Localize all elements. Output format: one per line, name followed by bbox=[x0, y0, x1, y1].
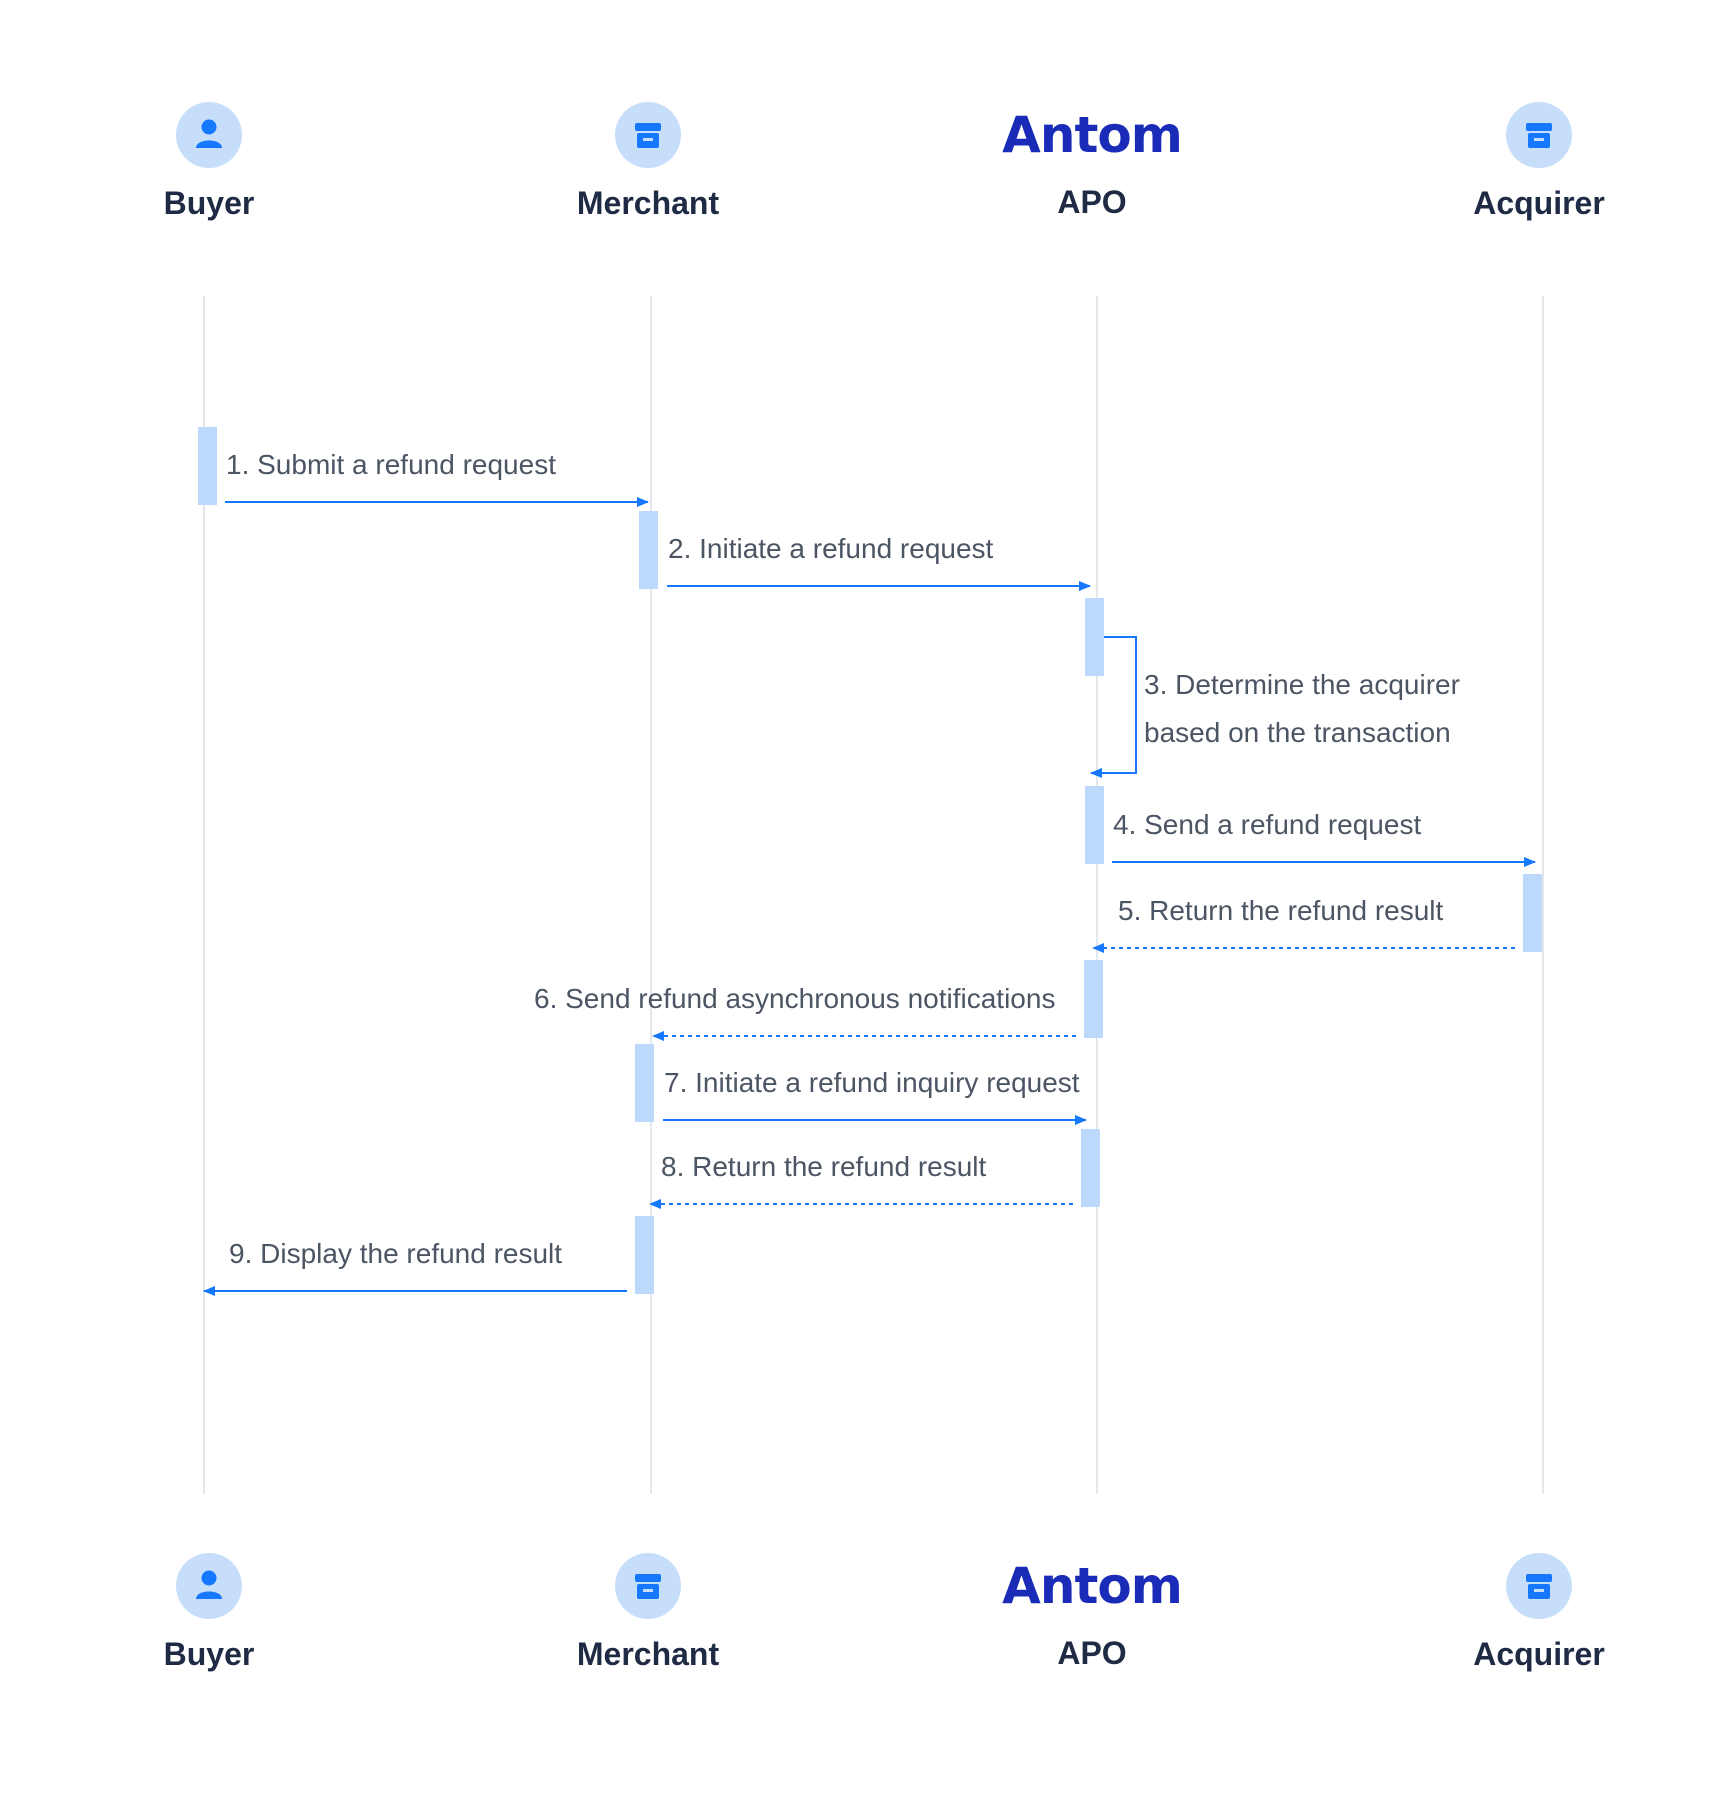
participant-label-apo: APO bbox=[1057, 1635, 1126, 1671]
activation-bar-apo-4 bbox=[1085, 786, 1104, 864]
antom-logo: Antom bbox=[1002, 1557, 1182, 1615]
participant-label-merchant: Merchant bbox=[577, 185, 720, 221]
participant-apo-bottom: Antom APO bbox=[1002, 1557, 1183, 1671]
message-arrow-3 bbox=[1090, 636, 1137, 778]
participant-label-buyer: Buyer bbox=[164, 1636, 255, 1672]
messages: 1. Submit a refund request 2. Initiate a… bbox=[203, 449, 1536, 1296]
participant-merchant-top: Merchant bbox=[577, 102, 720, 221]
message-7: 7. Initiate a refund inquiry request bbox=[663, 1067, 1087, 1125]
participant-buyer-bottom: Buyer bbox=[164, 1553, 255, 1672]
user-icon bbox=[176, 1553, 242, 1619]
message-label-1: 1. Submit a refund request bbox=[226, 449, 556, 480]
antom-logo: Antom bbox=[1002, 106, 1182, 164]
participant-label-apo: APO bbox=[1057, 184, 1126, 220]
activation-bar-apo-3 bbox=[1085, 598, 1104, 676]
message-label-6: 6. Send refund asynchronous notification… bbox=[534, 983, 1055, 1014]
activation-bar-merchant-9 bbox=[635, 1216, 654, 1294]
message-label-4: 4. Send a refund request bbox=[1113, 809, 1421, 840]
participant-apo-top: Antom APO bbox=[1002, 106, 1183, 220]
message-label-3: 3. Determine the acquirer bbox=[1144, 669, 1460, 700]
participant-label-merchant: Merchant bbox=[577, 1636, 720, 1672]
store-icon-glyph bbox=[635, 1574, 661, 1599]
message-3: 3. Determine the acquirer based on the t… bbox=[1090, 636, 1460, 778]
message-6: 6. Send refund asynchronous notification… bbox=[534, 983, 1076, 1041]
participant-acquirer-top: Acquirer bbox=[1473, 102, 1605, 221]
participant-merchant-bottom: Merchant bbox=[577, 1553, 720, 1672]
message-label-9: 9. Display the refund result bbox=[229, 1238, 562, 1269]
message-4: 4. Send a refund request bbox=[1112, 809, 1536, 867]
message-9: 9. Display the refund result bbox=[203, 1238, 627, 1296]
message-1: 1. Submit a refund request bbox=[225, 449, 649, 507]
user-icon-glyph bbox=[196, 119, 222, 148]
message-label-5: 5. Return the refund result bbox=[1118, 895, 1444, 926]
message-5: 5. Return the refund result bbox=[1092, 895, 1515, 953]
activation-bar-acquirer-5 bbox=[1523, 874, 1542, 952]
activation-bars bbox=[198, 427, 1542, 1294]
activation-bar-apo-8 bbox=[1081, 1129, 1100, 1207]
participant-acquirer-bottom: Acquirer bbox=[1473, 1553, 1605, 1672]
user-icon-glyph bbox=[196, 1570, 222, 1599]
activation-bar-buyer-1 bbox=[198, 427, 217, 505]
participant-label-acquirer: Acquirer bbox=[1473, 185, 1605, 221]
message-8: 8. Return the refund result bbox=[649, 1151, 1073, 1209]
participant-header-top: Buyer Merchant Antom APO Acquirer bbox=[164, 102, 1605, 221]
message-label-8: 8. Return the refund result bbox=[661, 1151, 987, 1182]
message-label-7: 7. Initiate a refund inquiry request bbox=[664, 1067, 1080, 1098]
activation-bar-merchant-7 bbox=[635, 1044, 654, 1122]
store-icon-glyph bbox=[1526, 1574, 1552, 1599]
participant-header-bottom: Buyer Merchant Antom APO Acquirer bbox=[164, 1553, 1605, 1672]
store-icon-glyph bbox=[1526, 123, 1552, 148]
store-icon-glyph bbox=[635, 123, 661, 148]
activation-bar-apo-6 bbox=[1084, 960, 1103, 1038]
message-2: 2. Initiate a refund request bbox=[667, 533, 1091, 591]
message-label-3-line2: based on the transaction bbox=[1144, 717, 1451, 748]
user-icon bbox=[176, 102, 242, 168]
message-label-2: 2. Initiate a refund request bbox=[668, 533, 994, 564]
participant-label-acquirer: Acquirer bbox=[1473, 1636, 1605, 1672]
participant-buyer-top: Buyer bbox=[164, 102, 255, 221]
participant-label-buyer: Buyer bbox=[164, 185, 255, 221]
activation-bar-merchant-2 bbox=[639, 511, 658, 589]
